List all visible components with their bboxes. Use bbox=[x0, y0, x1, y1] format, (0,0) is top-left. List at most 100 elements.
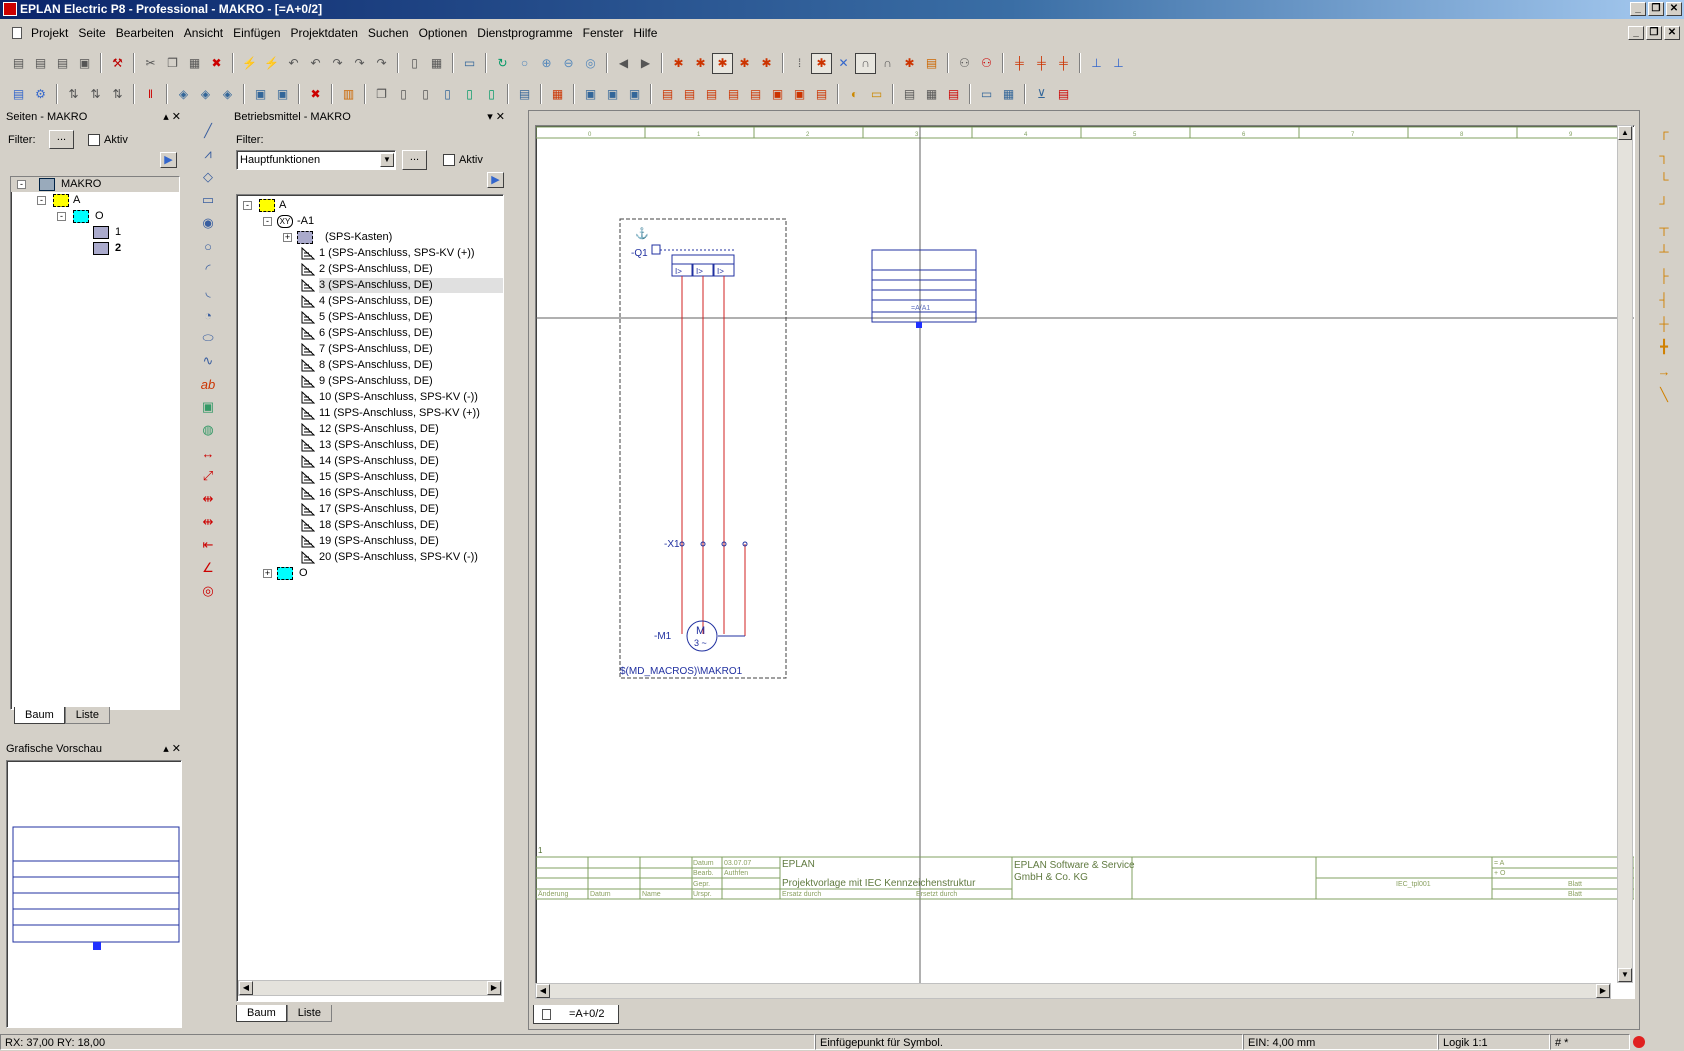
cart2-icon[interactable]: ▤ bbox=[1057, 87, 1070, 101]
cart-icon[interactable]: ⊻ bbox=[1037, 87, 1046, 101]
new-project-icon[interactable]: ▤ bbox=[34, 56, 47, 70]
corner-br-icon[interactable]: ┘ bbox=[1659, 195, 1669, 211]
report2-icon[interactable]: ▦ bbox=[925, 87, 938, 101]
page-icon[interactable]: ▯ bbox=[411, 56, 418, 70]
navigator-icon[interactable]: ▤ bbox=[518, 87, 531, 101]
cut-icon[interactable]: ✂ bbox=[145, 56, 156, 70]
sort-icon[interactable]: ⇅ bbox=[68, 87, 79, 101]
arc-icon[interactable]: ◜ bbox=[205, 261, 211, 276]
menu-seite[interactable]: Seite bbox=[78, 26, 106, 40]
macro7-icon[interactable]: ▣ bbox=[793, 87, 806, 101]
zoom-window-icon[interactable]: ○ bbox=[520, 56, 529, 70]
device-tree-item[interactable]: 7 (SPS-Anschluss, DE) bbox=[319, 343, 433, 355]
snap3-icon[interactable]: ✱ bbox=[712, 52, 733, 74]
corner-tr-icon[interactable]: ┐ bbox=[1659, 147, 1669, 163]
tree-sps-kasten[interactable]: (SPS-Kasten) bbox=[325, 231, 393, 243]
sort2-icon[interactable]: ⇅ bbox=[90, 87, 101, 101]
device-tree-item[interactable]: 17 (SPS-Anschluss, DE) bbox=[319, 503, 439, 515]
paste-icon[interactable]: ▦ bbox=[188, 56, 201, 70]
spline-icon[interactable]: ∿ bbox=[202, 353, 214, 368]
redo3-icon[interactable]: ↷ bbox=[376, 56, 387, 70]
device-tree-item[interactable]: 16 (SPS-Anschluss, DE) bbox=[319, 487, 439, 499]
expander[interactable]: + bbox=[263, 568, 272, 578]
tee-up-icon[interactable]: ┴ bbox=[1659, 243, 1669, 259]
device-tree-item[interactable]: 1 (SPS-Anschluss, SPS-KV (+)) bbox=[319, 247, 475, 259]
chart-icon[interactable]: ▤ bbox=[925, 56, 938, 70]
dimension4-icon[interactable]: ⇹ bbox=[202, 514, 214, 529]
monitor-icon[interactable]: ▭ bbox=[463, 56, 476, 70]
macro4-icon[interactable]: ▤ bbox=[727, 87, 740, 101]
layout-icon[interactable]: ▦ bbox=[551, 87, 564, 101]
sector-icon[interactable]: ◔ bbox=[204, 307, 212, 323]
devices-tab-baum[interactable]: Baum bbox=[236, 1005, 287, 1022]
tree-o[interactable]: O bbox=[299, 567, 308, 579]
menu-hilfe[interactable]: Hilfe bbox=[633, 26, 658, 40]
undo2-icon[interactable]: ↶ bbox=[310, 56, 321, 70]
pages-filter-button[interactable]: ... bbox=[49, 130, 74, 149]
cross-icon[interactable]: ✕ bbox=[838, 56, 849, 70]
sort3-icon[interactable]: ⇅ bbox=[112, 87, 123, 101]
panel-close-icon[interactable]: ▴ ✕ bbox=[163, 111, 181, 123]
devices-tab-liste[interactable]: Liste bbox=[286, 1005, 332, 1022]
panel-close-icon[interactable]: ▾ ✕ bbox=[487, 111, 505, 123]
redo-icon[interactable]: ↷ bbox=[332, 56, 343, 70]
report-icon[interactable]: ▤ bbox=[903, 87, 916, 101]
scroll-right-icon[interactable]: ▶ bbox=[1596, 984, 1610, 998]
dimension-icon[interactable]: ↔ bbox=[201, 445, 215, 461]
book-icon[interactable]: ▥ bbox=[342, 87, 355, 101]
placeholder-icon[interactable]: ◐ bbox=[850, 87, 859, 101]
device-tree-item[interactable]: 14 (SPS-Anschluss, DE) bbox=[319, 455, 439, 467]
refresh-icon[interactable]: ↻ bbox=[497, 56, 508, 70]
zoom-all-icon[interactable]: ◎ bbox=[585, 56, 596, 70]
snap4-icon[interactable]: ✱ bbox=[739, 56, 750, 70]
copy-icon[interactable]: ❐ bbox=[167, 56, 178, 70]
grid-dots-icon[interactable]: ⁞ bbox=[797, 56, 802, 70]
text-icon[interactable]: ab bbox=[200, 376, 216, 392]
color-icon[interactable]: ◈ bbox=[178, 87, 189, 101]
device-tree-item[interactable]: 6 (SPS-Anschluss, DE) bbox=[319, 327, 433, 339]
connection-icon[interactable]: ╪ bbox=[1015, 56, 1024, 70]
window2-icon[interactable]: ▦ bbox=[1002, 87, 1015, 101]
print-icon[interactable]: ▤ bbox=[56, 56, 69, 70]
line-icon[interactable]: ╱ bbox=[204, 123, 212, 138]
device-tree-item[interactable]: 2 (SPS-Anschluss, DE) bbox=[319, 263, 433, 275]
arc2-icon[interactable]: ◟ bbox=[205, 284, 211, 299]
device-tree-item[interactable]: 18 (SPS-Anschluss, DE) bbox=[319, 519, 439, 531]
close-button[interactable]: ✕ bbox=[1666, 2, 1682, 16]
scroll-right-icon[interactable]: ▶ bbox=[487, 981, 501, 995]
export-icon[interactable]: ▣ bbox=[254, 87, 267, 101]
dimension5-icon[interactable]: ⇤ bbox=[202, 537, 214, 552]
menu-projekt[interactable]: Projekt bbox=[31, 26, 69, 40]
magnet3-icon[interactable]: ✱ bbox=[904, 56, 915, 70]
cross2-icon[interactable]: ╋ bbox=[1660, 339, 1668, 354]
pages-tab-baum[interactable]: Baum bbox=[14, 707, 65, 724]
pages-aktiv-checkbox[interactable] bbox=[88, 134, 100, 146]
page-copy-icon[interactable]: ❐ bbox=[376, 87, 387, 101]
mdi-minimize-button[interactable]: _ bbox=[1628, 26, 1644, 40]
object-snap-icon[interactable]: ✱ bbox=[811, 52, 832, 74]
wand2-icon[interactable]: ⚡ bbox=[264, 56, 279, 70]
preview-icon[interactable]: ▣ bbox=[78, 56, 91, 70]
device-tree-item[interactable]: 10 (SPS-Anschluss, SPS-KV (-)) bbox=[319, 391, 478, 403]
color2-icon[interactable]: ◈ bbox=[200, 87, 211, 101]
binoculars2-icon[interactable]: ⚇ bbox=[981, 56, 992, 70]
tree-a1[interactable]: -A1 bbox=[297, 215, 315, 227]
back-icon[interactable]: ◀ bbox=[618, 56, 629, 70]
menu-einfuegen[interactable]: Einfügen bbox=[233, 26, 281, 40]
macro5-icon[interactable]: ▤ bbox=[749, 87, 762, 101]
menu-optionen[interactable]: Optionen bbox=[418, 26, 468, 40]
drawing-vscrollbar[interactable]: ▲ ▼ bbox=[1617, 125, 1633, 983]
ole-icon[interactable]: ◍ bbox=[202, 422, 214, 437]
menu-ansicht[interactable]: Ansicht bbox=[183, 26, 224, 40]
tee-right-icon[interactable]: ├ bbox=[1659, 267, 1669, 283]
connection3-icon[interactable]: ╪ bbox=[1059, 56, 1068, 70]
tee-left-icon[interactable]: ┤ bbox=[1659, 291, 1669, 307]
angle-icon[interactable]: ╲ bbox=[1660, 387, 1668, 402]
menu-suchen[interactable]: Suchen bbox=[367, 26, 409, 40]
tree-page-1[interactable]: 1 bbox=[115, 226, 122, 238]
device-tree-item[interactable]: 19 (SPS-Anschluss, DE) bbox=[319, 535, 439, 547]
minimize-button[interactable]: _ bbox=[1630, 2, 1646, 16]
device-tree-item[interactable]: 9 (SPS-Anschluss, DE) bbox=[319, 375, 433, 387]
redo2-icon[interactable]: ↷ bbox=[354, 56, 365, 70]
report3-icon[interactable]: ▤ bbox=[947, 87, 960, 101]
